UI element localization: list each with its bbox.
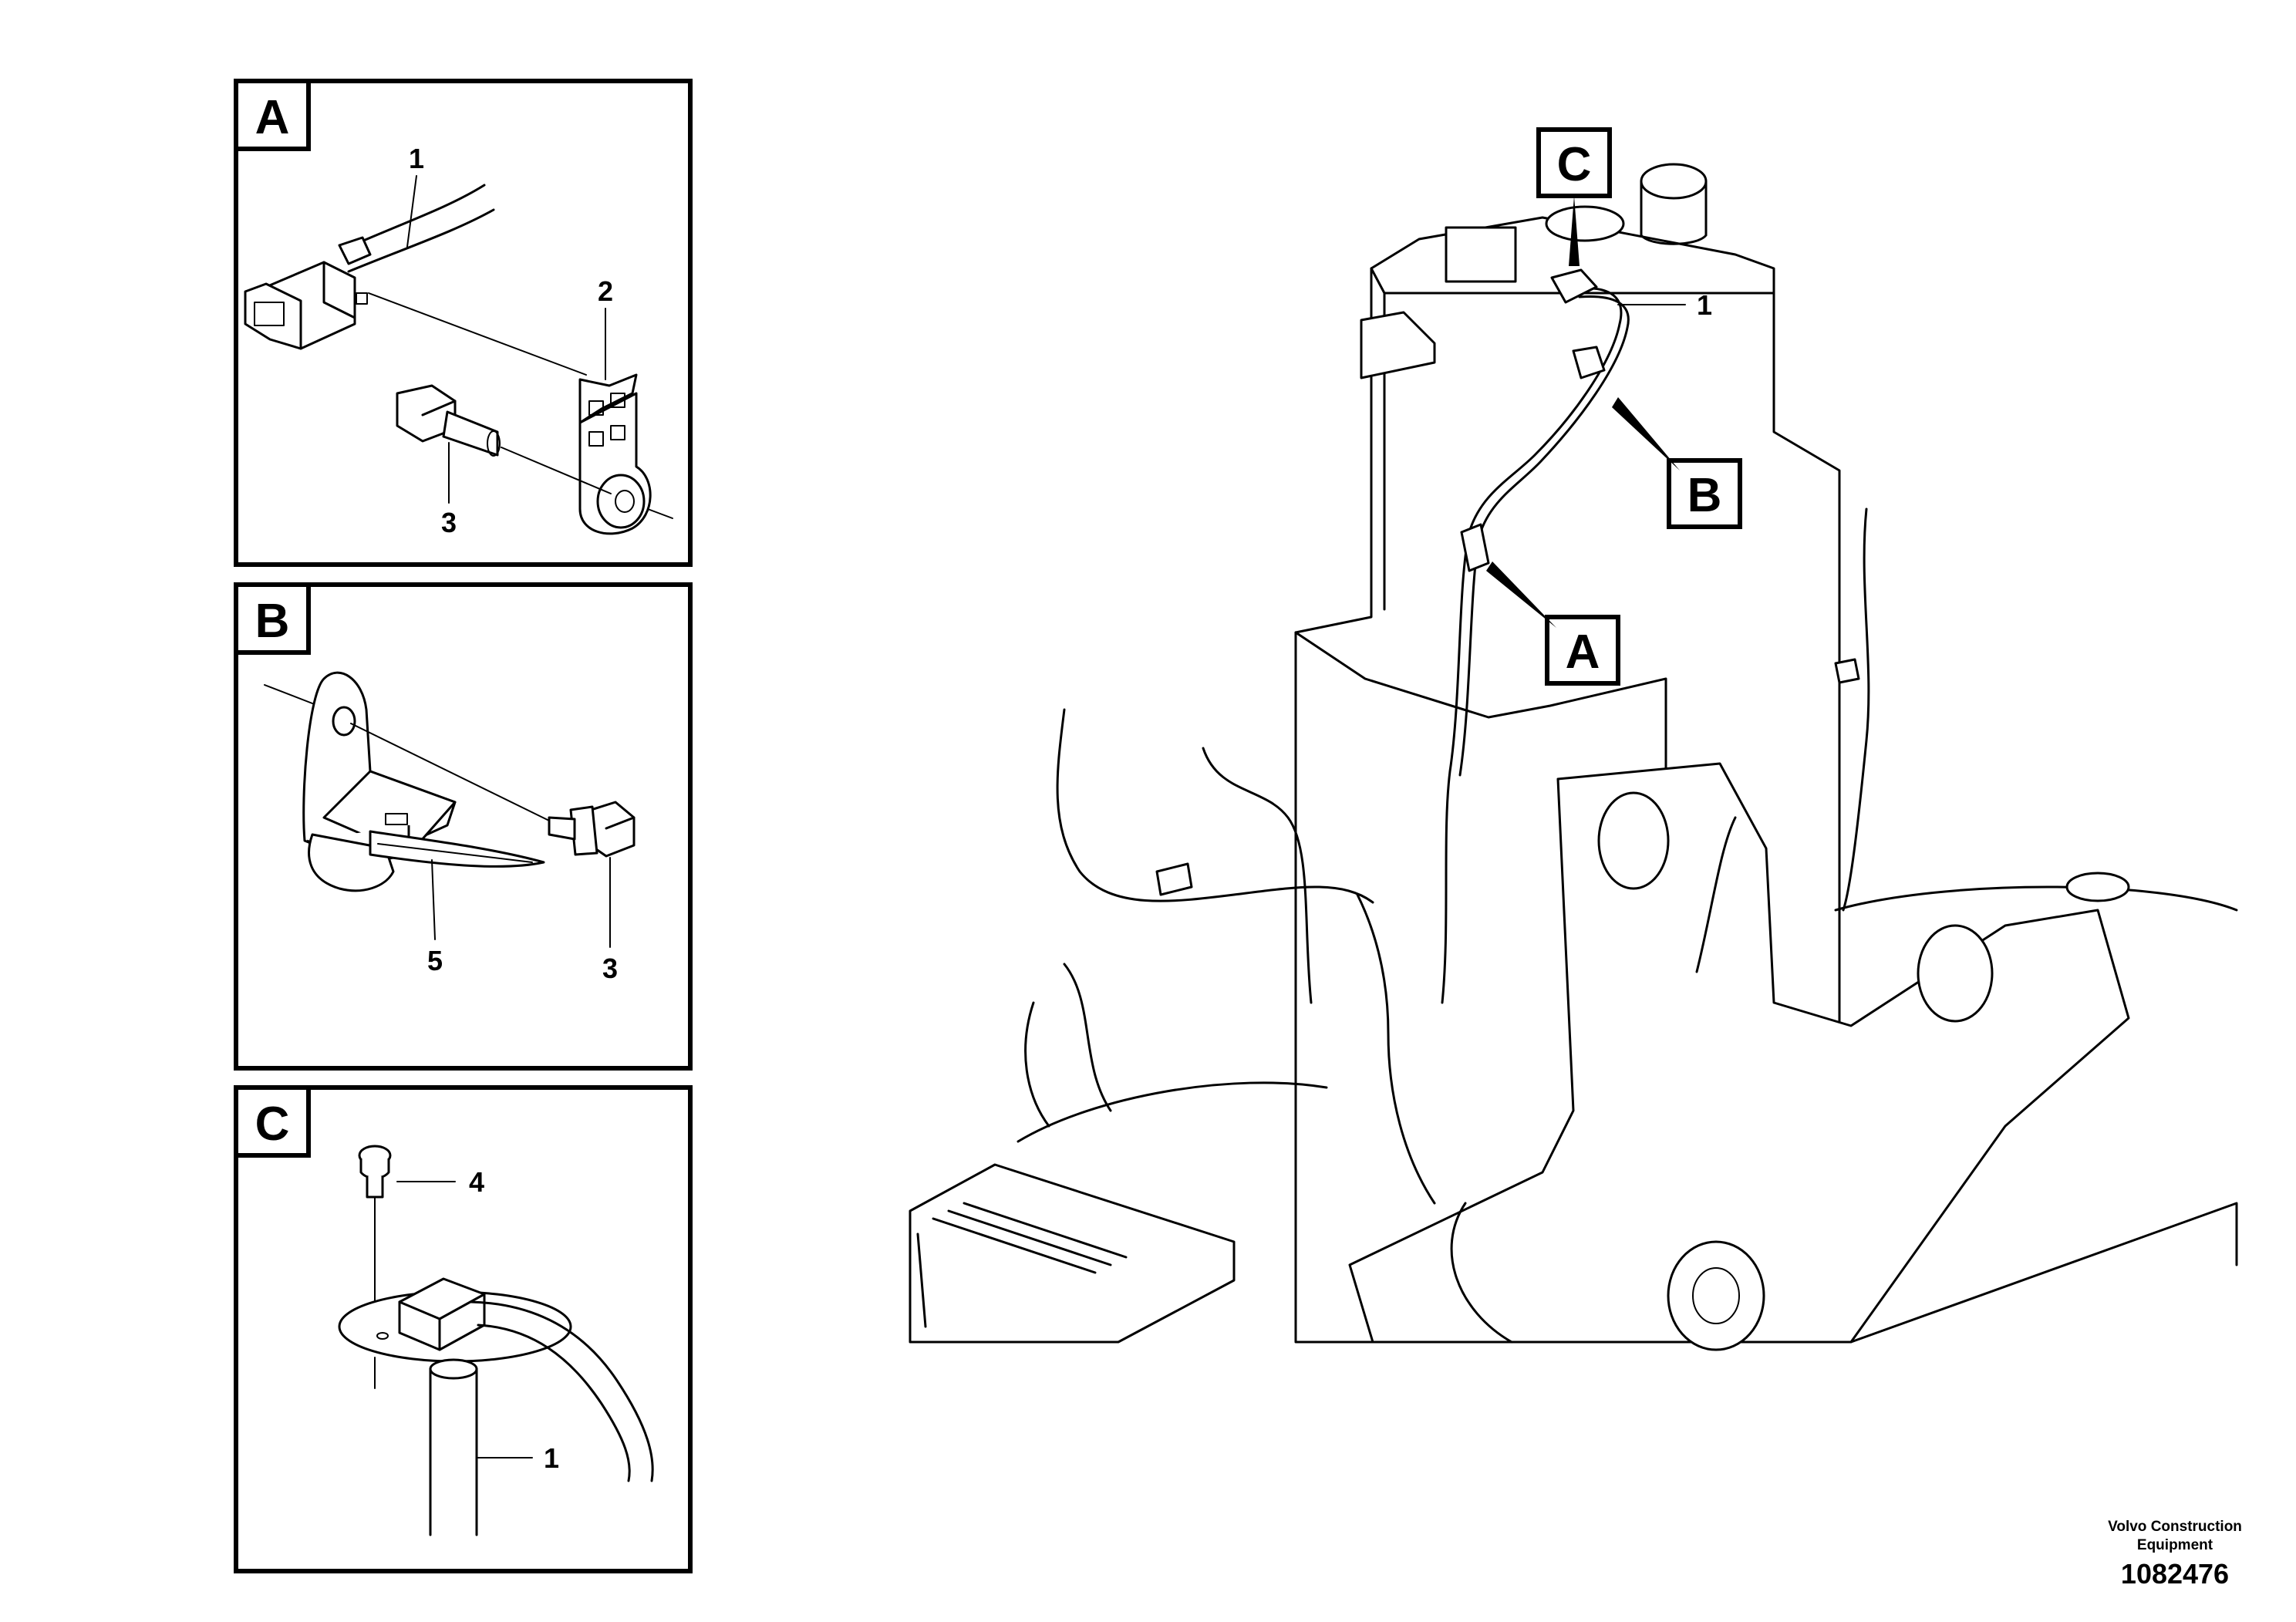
main-platform-ring-right xyxy=(1834,885,2238,912)
main-harness-left-3 xyxy=(1024,963,1112,1128)
main-boom-pivot-lower-bore xyxy=(1692,1267,1740,1324)
detail-b-letter: B xyxy=(255,595,290,648)
main-harness-left-1 xyxy=(1056,708,1374,904)
main-step-treads xyxy=(932,1202,1128,1274)
detail-a-letter: A xyxy=(255,91,290,144)
detail-a-callout-3: 3 xyxy=(441,507,457,538)
main-tank-breather xyxy=(1545,205,1625,242)
main-boom-pivot-upper xyxy=(1597,791,1670,890)
main-boom-frame xyxy=(1348,762,2130,1344)
main-level-sensor xyxy=(1550,268,1598,304)
detail-c-cable-bottom xyxy=(477,1324,631,1482)
detail-b-bolt-shank xyxy=(548,816,576,841)
detail-a-cable-top xyxy=(344,184,486,250)
detail-a-callout-2: 2 xyxy=(598,275,613,307)
main-cable-clip xyxy=(1572,346,1606,379)
main-assembly-view: 1 C B A xyxy=(909,127,2238,1351)
main-harness-right-1 xyxy=(1695,816,1737,973)
detail-c-flange-hole xyxy=(376,1332,389,1340)
detail-b-guide-line-2 xyxy=(350,723,550,821)
detail-b-guide-line-1 xyxy=(264,684,313,704)
main-tank-bracket xyxy=(1360,311,1436,379)
detail-c-callout-4: 4 xyxy=(469,1166,484,1198)
main-step-edge xyxy=(916,1233,927,1328)
main-harness-left-2 xyxy=(1202,747,1313,1004)
detail-a-leader-1 xyxy=(406,175,417,248)
main-boom-pivot-lower xyxy=(1667,1240,1765,1351)
main-tag-b-letter: B xyxy=(1687,469,1722,522)
main-harness-right-2 xyxy=(1842,508,1870,912)
brand-line-2: Equipment xyxy=(2136,1537,2213,1553)
detail-a-callout-1: 1 xyxy=(409,143,424,174)
detail-a-connector-edge xyxy=(322,261,356,319)
detail-a-connector-slot xyxy=(356,292,368,305)
main-callout-1: 1 xyxy=(1697,289,1712,321)
detail-a-bolt-tip xyxy=(487,430,501,457)
main-step xyxy=(909,1163,1236,1344)
main-harness-clip-2 xyxy=(1834,658,1860,684)
detail-a-bracket-hole-4 xyxy=(610,425,625,440)
detail-c-tag xyxy=(234,1085,311,1158)
main-tank-cover-plate xyxy=(1445,226,1517,283)
detail-c-tube-top xyxy=(429,1358,478,1380)
brand-line-1: Volvo Construction xyxy=(2108,1519,2242,1535)
detail-a-guide-line-3 xyxy=(647,508,673,519)
detail-b-strap-centerline xyxy=(377,843,533,863)
drawing-number: 1082476 xyxy=(2120,1558,2230,1590)
main-tag-a-letter: A xyxy=(1566,626,1600,679)
detail-a-tag xyxy=(234,79,311,151)
detail-b-leader-5 xyxy=(431,859,436,940)
detail-b-tag xyxy=(234,582,311,655)
detail-c-callout-1: 1 xyxy=(544,1442,559,1474)
detail-a-bracket-bore xyxy=(615,490,635,513)
detail-b-bolt-head-edge xyxy=(605,816,636,830)
main-sensor-harness-2 xyxy=(1458,295,1630,777)
main-harness-clip-1 xyxy=(1155,862,1193,896)
detail-a-cable-bottom xyxy=(347,208,495,273)
main-connector xyxy=(1460,523,1490,572)
main-tag-c-pointer xyxy=(1569,196,1580,266)
main-frame-curve xyxy=(1450,1202,1513,1344)
detail-a-bolt-shank xyxy=(442,410,499,457)
detail-c-tube-1 xyxy=(429,1367,478,1536)
detail-c-cable-top xyxy=(469,1300,654,1482)
detail-a-guide-line-1 xyxy=(368,292,587,376)
main-tank-filler-cap xyxy=(1640,163,1708,200)
main-platform-plate xyxy=(2065,872,2130,902)
main-platform-ring xyxy=(1017,1081,1328,1143)
main-boom-pivot-right xyxy=(1917,924,1994,1023)
main-upper-structure-edge xyxy=(1849,1202,2238,1344)
detail-c-screw-body xyxy=(359,1158,390,1179)
main-tag-a-pointer xyxy=(1486,561,1556,628)
detail-a-bracket-hole-1 xyxy=(588,400,604,416)
detail-a-connector-socket xyxy=(254,302,285,326)
main-harness-center xyxy=(1356,893,1436,1205)
main-tank-filler-neck xyxy=(1640,180,1708,245)
detail-view-b: B 5 3 xyxy=(234,582,693,1071)
detail-c-screw-shank xyxy=(366,1176,384,1199)
detail-b-callout-5: 5 xyxy=(427,945,443,976)
main-sensor-harness-1 xyxy=(1441,287,1623,1004)
detail-b-callout-3: 3 xyxy=(602,953,618,984)
detail-view-a: A 1 2 3 xyxy=(234,79,693,567)
detail-b-clip-hole xyxy=(332,706,356,737)
detail-a-bracket-hole-2 xyxy=(610,393,625,408)
main-tag-b-pointer xyxy=(1612,397,1680,470)
detail-a-connector-latch xyxy=(338,236,372,265)
main-tag-a xyxy=(1545,615,1620,686)
detail-c-letter: C xyxy=(255,1098,290,1151)
main-tag-c-letter: C xyxy=(1557,138,1592,191)
detail-a-bolt-head-edge xyxy=(421,400,457,416)
detail-view-c: C 4 1 xyxy=(234,1085,693,1573)
detail-a-connector-face xyxy=(244,282,302,350)
brand-caption: Volvo Construction Equipment xyxy=(2082,1518,2267,1555)
detail-b-clip-slot xyxy=(385,813,408,825)
main-tag-b xyxy=(1667,458,1742,529)
detail-a-bracket-nut xyxy=(596,474,646,529)
detail-a-guide-line-2 xyxy=(501,447,612,494)
detail-a-bracket-hole-3 xyxy=(588,431,604,447)
